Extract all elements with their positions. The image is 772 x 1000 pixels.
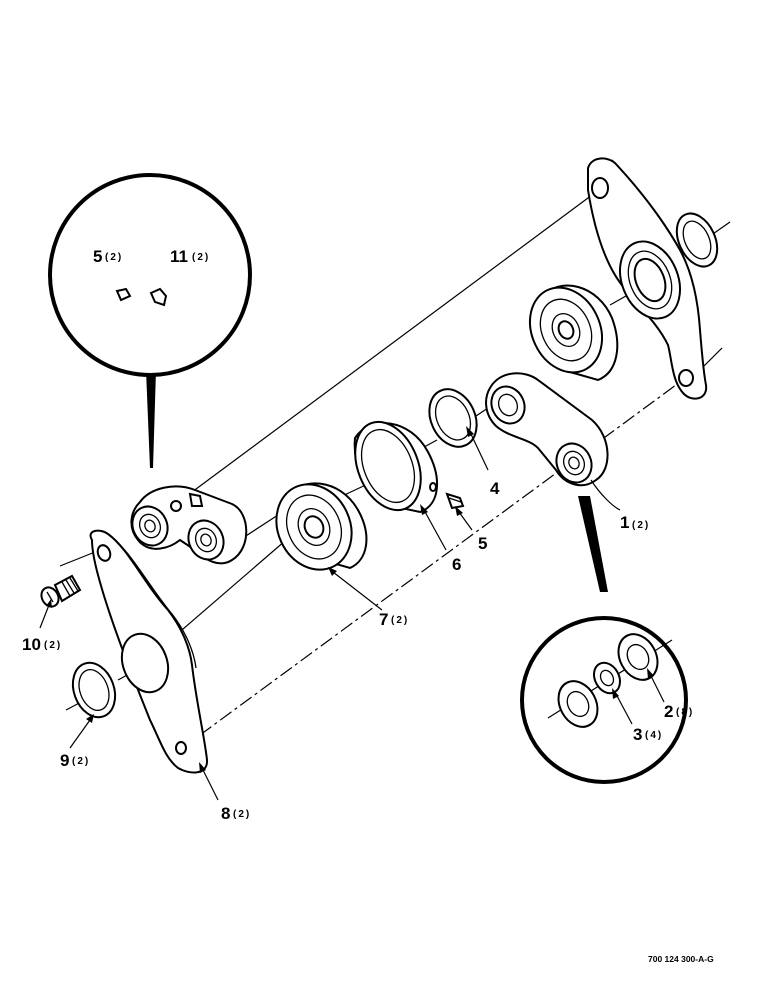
callout-number: 7	[379, 610, 388, 629]
left-seal-ring	[71, 661, 117, 719]
right-bearing-plate	[587, 157, 708, 400]
left-link-arm	[130, 485, 248, 565]
right-bearing	[529, 284, 619, 382]
callout-qty: (4)	[645, 730, 663, 741]
callout-5: 5	[478, 534, 487, 553]
callout-qty: (2)	[192, 252, 210, 263]
callout-3: 3 (4)	[633, 725, 663, 744]
callout-number: 11	[170, 247, 188, 266]
callout-number: 6	[452, 555, 461, 574]
right-seal-ring	[675, 212, 719, 268]
callout-2: 2 (8)	[664, 702, 694, 721]
callout-number: 1	[620, 513, 629, 532]
detail-bubble-bearing-stack	[520, 496, 688, 784]
callout-4: 4	[490, 479, 500, 498]
callout-9: 9 (2)	[60, 751, 90, 770]
right-link-arm	[485, 372, 609, 487]
callout-7: 7 (2)	[379, 610, 409, 629]
callout-qty: (2)	[105, 252, 123, 263]
main-bearing	[275, 482, 368, 571]
detail-bubble-fittings	[48, 173, 252, 468]
callout-number: 4	[490, 479, 500, 498]
leader-lines	[39, 426, 665, 801]
callout-qty: (2)	[72, 756, 90, 767]
callout-5-detail: 5 (2)	[93, 247, 123, 266]
washer-ring	[428, 388, 478, 448]
drawing-number: 700 124 300-A-G	[648, 954, 714, 964]
screw-part	[40, 574, 82, 608]
callout-number: 2	[664, 702, 673, 721]
callout-1: 1 (2)	[620, 513, 650, 532]
callout-11: 11 (2)	[170, 247, 210, 266]
callout-qty: (2)	[233, 809, 251, 820]
callout-qty: (2)	[632, 520, 650, 531]
bearing-housing-ring	[353, 420, 439, 514]
callout-number: 5	[478, 534, 487, 553]
callout-number: 5	[93, 247, 102, 266]
callout-number: 9	[60, 751, 69, 770]
callout-qty: (8)	[676, 707, 694, 718]
callout-number: 10	[22, 635, 41, 654]
callout-number: 8	[221, 804, 230, 823]
left-bearing-plate	[89, 529, 209, 774]
callout-qty: (2)	[44, 640, 62, 651]
callout-qty: (2)	[391, 615, 409, 626]
callout-number: 3	[633, 725, 642, 744]
callout-10: 10 (2)	[22, 635, 62, 654]
grease-fitting	[445, 492, 465, 510]
callout-6: 6	[452, 555, 461, 574]
callout-8: 8 (2)	[221, 804, 251, 823]
